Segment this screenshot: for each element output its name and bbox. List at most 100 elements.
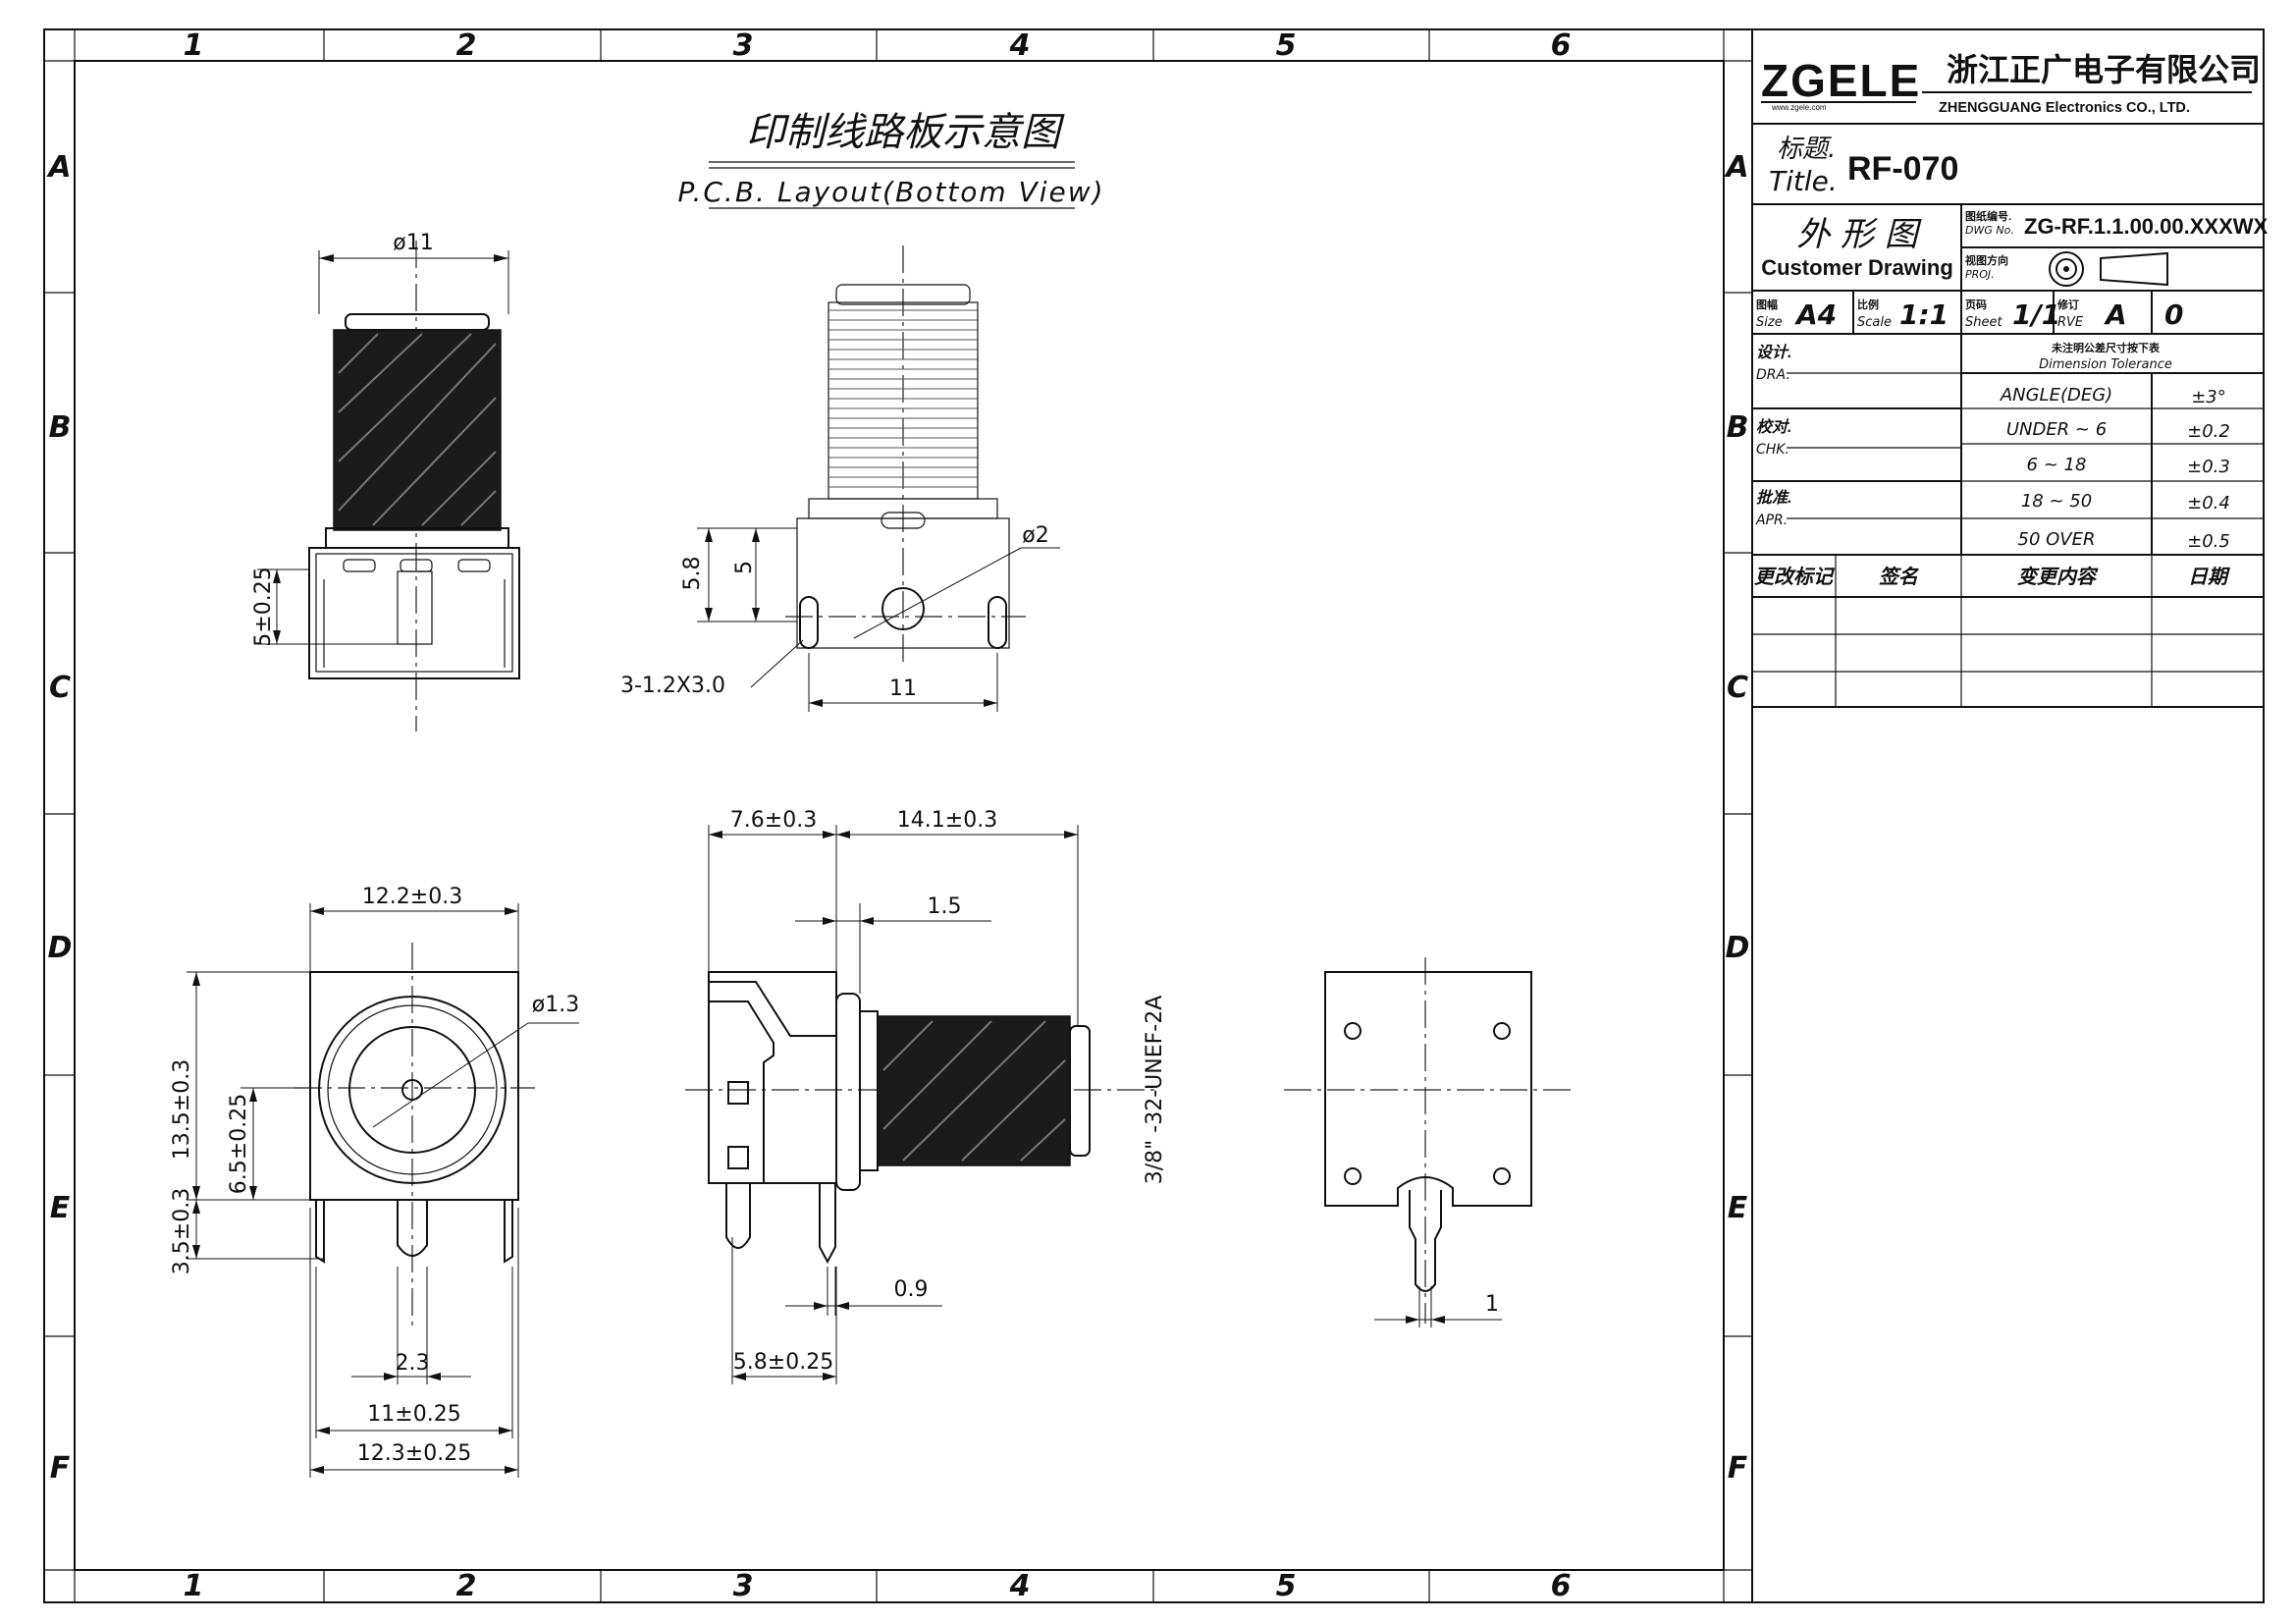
tol-range-0: ANGLE(DEG) (2000, 385, 2112, 406)
company-name-en: ZHENGGUANG Electronics CO., LTD. (1939, 100, 2190, 116)
sheet-label-en: Sheet (1965, 315, 2002, 330)
scale-label-cn: 比例 (1857, 298, 1879, 311)
dim-back-pin-w: 1 (1485, 1292, 1499, 1317)
col-label-2-top: 2 (456, 28, 477, 63)
rev-header-date: 日期 (2188, 567, 2230, 588)
tol-range-3: 18 ~ 50 (2021, 491, 2092, 512)
dim-side-pin-len: 5.8±0.25 (733, 1350, 833, 1375)
dim-front-width-top: 12.2±0.3 (362, 885, 462, 909)
scale-label-en: Scale (1857, 315, 1892, 330)
pcb-title-cn: 印制线路板示意图 (746, 110, 1065, 155)
company-name-cn: 浙江正广电子有限公司 (1947, 52, 2261, 87)
rev-value: A (2104, 298, 2127, 331)
row-label-a-right: A (1724, 150, 1748, 185)
title-label-cn: 标题. (1777, 135, 1836, 164)
sheet-label-cn: 页码 (1965, 298, 1987, 311)
drawing-type-en: Customer Drawing (1761, 255, 1953, 280)
col-label-4-bottom: 4 (1009, 1569, 1031, 1603)
view-front: 12.2±0.3 ø1.3 13.5±0.3 3.5±0.3 6.5±0.25 … (170, 885, 579, 1478)
view-pcb-layout: 5 5.8 ø2 3-1.2X3.0 11 (620, 245, 1060, 712)
col-label-3-top: 3 (733, 28, 754, 63)
dim-front-h-total: 13.5±0.3 (170, 1059, 194, 1160)
company-logo-url: www.zgele.com (1771, 103, 1827, 112)
col-label-5-top: 5 (1276, 28, 1297, 63)
dim-front-h-center: 6.5±0.25 (227, 1094, 251, 1194)
tolerance-title-en: Dimension Tolerance (2039, 357, 2172, 372)
tol-range-4: 50 OVER (2018, 529, 2096, 550)
dra-label-cn: 设计. (1756, 344, 1791, 361)
dim-top-left-height: 5±0.25 (251, 567, 276, 646)
rev-header-signature: 签名 (1879, 566, 1919, 588)
col-label-6-top: 6 (1551, 28, 1572, 63)
col-label-2-bottom: 2 (456, 1569, 477, 1603)
chk-label-cn: 校对. (1756, 418, 1791, 436)
dim-pcb-height-outer: 5.8 (680, 557, 705, 591)
col-label-3-bottom: 3 (733, 1569, 754, 1603)
row-label-c-left: C (49, 671, 71, 705)
size-label-en: Size (1756, 315, 1783, 330)
tol-range-2: 6 ~ 18 (2027, 455, 2087, 475)
dim-top-left-dia: ø11 (393, 231, 433, 255)
view-side: 7.6±0.3 14.1±0.3 1.5 3/8" -32-UNEF-2A 0.… (685, 808, 1167, 1384)
dim-front-center-dia: ø1.3 (532, 993, 579, 1017)
tol-value-3: ±0.4 (2187, 493, 2230, 514)
dwg-label-cn: 图纸编号. (1965, 209, 2011, 223)
col-label-5-bottom: 5 (1276, 1569, 1297, 1603)
col-label-1-top: 1 (184, 28, 204, 63)
tol-value-1: ±0.2 (2187, 421, 2230, 442)
title-block: ZGELE www.zgele.com 浙江正广电子有限公司 ZHENGGUAN… (1751, 28, 2269, 708)
apr-label-en: APR. (1755, 513, 1788, 528)
dim-front-w-inner: 11±0.25 (367, 1402, 460, 1427)
proj-label-en: PROJ. (1965, 268, 1995, 281)
chk-label-en: CHK. (1756, 442, 1789, 458)
dim-side-pin-thick: 0.9 (894, 1277, 929, 1302)
row-label-f-right: F (1728, 1451, 1748, 1486)
row-label-e-left: E (50, 1191, 71, 1225)
view-back: 1 (1284, 957, 1571, 1327)
row-label-f-left: F (50, 1451, 71, 1486)
rev-label-en: RVE (2057, 315, 2084, 330)
rev-header-content: 变更内容 (2017, 566, 2099, 588)
dim-front-w-outer: 12.3±0.25 (357, 1441, 471, 1466)
pcb-title-en: P.C.B. Layout(Bottom View) (677, 176, 1104, 208)
title-value: RF-070 (1847, 150, 1958, 188)
proj-label-cn: 视图方向 (1965, 253, 2008, 267)
view-top-left-connector: ø11 5±0.25 (251, 231, 520, 731)
dim-pcb-hole-dia: ø2 (1022, 523, 1048, 548)
col-label-6-bottom: 6 (1551, 1569, 1572, 1603)
company-logo: ZGELE (1761, 55, 1921, 106)
tol-value-0: ±3° (2191, 387, 2226, 407)
row-label-e-right: E (1728, 1191, 1748, 1225)
col-label-1-bottom: 1 (184, 1569, 204, 1603)
row-label-b-right: B (1727, 410, 1749, 445)
tol-value-2: ±0.3 (2187, 457, 2230, 477)
dra-label-en: DRA. (1756, 367, 1790, 383)
row-label-c-right: C (1727, 671, 1748, 705)
pcb-layout-heading: 印制线路板示意图 P.C.B. Layout(Bottom View) (677, 110, 1104, 209)
size-label-cn: 图幅 (1756, 298, 1778, 311)
dim-side-thread: 3/8" -32-UNEF-2A (1143, 996, 1167, 1185)
dim-side-left: 7.6±0.3 (730, 808, 817, 833)
scale-value: 1:1 (1899, 298, 1949, 331)
tolerance-title-cn: 未注明公差尺寸按下表 (2051, 341, 2161, 354)
dim-front-pin-pitch: 2.3 (396, 1351, 430, 1376)
sheet-value: 1/1 (2012, 298, 2060, 331)
projection-symbol-icon (2049, 251, 2168, 287)
size-value: A4 (1794, 298, 1837, 331)
tol-range-1: UNDER ~ 6 (2006, 419, 2107, 440)
rev-number: 0 (2164, 298, 2183, 331)
row-label-d-right: D (1726, 931, 1750, 965)
dim-pcb-width: 11 (889, 676, 917, 701)
dwg-label-en: DWG No. (1965, 224, 2014, 237)
row-label-b-left: B (49, 410, 72, 445)
rev-label-cn: 修订 (2056, 298, 2079, 311)
drawing-type-cn: 外 形 图 (1796, 215, 1922, 254)
row-label-a-left: A (46, 150, 71, 185)
rev-header-mark: 更改标记 (1754, 566, 1836, 588)
dim-pcb-height-inner: 5 (732, 561, 757, 574)
row-label-d-left: D (48, 931, 73, 965)
dim-side-flange: 1.5 (928, 894, 962, 919)
dim-side-right: 14.1±0.3 (897, 808, 997, 833)
col-label-4-top: 4 (1009, 28, 1031, 63)
